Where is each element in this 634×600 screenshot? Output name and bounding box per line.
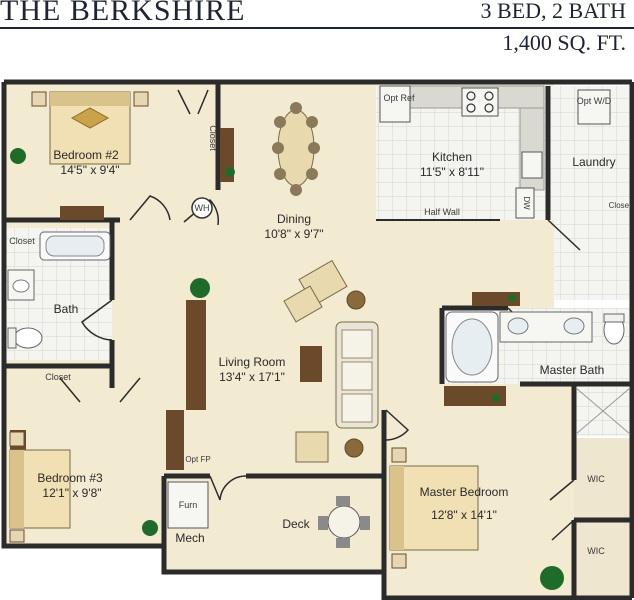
kitchen-name: Kitchen — [432, 150, 472, 164]
bedroom3-size: 12'1" x 9'8" — [42, 486, 101, 500]
living-tv-cabinet — [186, 300, 206, 410]
furn-label: Furn — [179, 500, 198, 510]
bath-fixtures — [7, 231, 111, 349]
closet-bath-label: Closet — [9, 236, 35, 246]
dining-name: Dining — [277, 212, 311, 226]
dining-size: 10'8" x 9'7" — [264, 227, 323, 241]
water-heater-label: WH — [195, 203, 210, 213]
bedroom2-name: Bedroom #2 — [53, 148, 119, 162]
bedroom2-size: 14'5" x 9'4" — [60, 163, 119, 177]
master-bedroom-name: Master Bedroom — [420, 485, 509, 499]
living-room-name: Living Room — [219, 355, 286, 369]
entry-tile-floor — [554, 220, 632, 300]
master-dresser — [444, 386, 506, 406]
fireplace-hearth — [166, 410, 184, 470]
dishwasher — [515, 187, 535, 219]
bedroom3-bed — [9, 431, 71, 543]
living-furniture — [283, 259, 379, 463]
deck-name: Deck — [282, 517, 310, 531]
bath-name: Bath — [54, 302, 79, 316]
master-bath-fixtures — [445, 311, 631, 435]
laundry-name: Laundry — [572, 155, 615, 169]
master-bath-name: Master Bath — [540, 363, 605, 377]
plan-title: THE BERKSHIRE — [0, 0, 246, 27]
washer-dryer-space — [577, 89, 611, 125]
plant-icon — [508, 294, 516, 302]
square-footage-label: 1,400 SQ. FT. — [502, 30, 626, 55]
furnace — [167, 481, 209, 529]
closet-bedroom2-label: Closet — [208, 125, 218, 151]
plant-icon — [190, 278, 210, 298]
walls — [1, 79, 634, 600]
plant-icon — [540, 566, 564, 590]
title-rule — [0, 27, 634, 29]
deck-table — [318, 496, 370, 548]
master-bed — [389, 447, 479, 569]
kitchen-sink — [521, 151, 543, 179]
living-room-size: 13'4" x 17'1" — [219, 370, 285, 384]
beds-baths-label: 3 BED, 2 BATH — [480, 0, 626, 23]
dishwasher-label: DW — [522, 196, 531, 210]
kitchen-stove — [461, 87, 499, 117]
plant-icon — [142, 520, 158, 536]
master-bath-shelf — [472, 292, 520, 306]
plant-icon — [10, 148, 26, 164]
closet-laundry-label: Closet — [609, 201, 632, 210]
plant-icon — [492, 394, 500, 402]
water-heater — [191, 197, 213, 219]
wic-1-label: WIC — [587, 474, 605, 484]
opt-wd-label: Opt W/D — [577, 96, 612, 106]
opt-fp-label: Opt FP — [185, 455, 210, 464]
bedroom3-name: Bedroom #3 — [37, 471, 103, 485]
doors — [59, 89, 581, 541]
plant-icon — [225, 167, 235, 177]
closet-bedroom3-label: Closet — [45, 372, 71, 382]
fridge-space — [379, 85, 411, 123]
mech-name: Mech — [175, 531, 204, 545]
wic-2-label: WIC — [587, 546, 605, 556]
master-bedroom-size: 12'8" x 14'1" — [431, 508, 497, 522]
dining-table — [272, 102, 320, 196]
plant-icons — [10, 148, 564, 590]
bedroom2-dresser — [60, 206, 104, 220]
opt-ref-label: Opt Ref — [383, 93, 415, 103]
bedroom2-bed — [31, 91, 149, 165]
half-wall-label: Half Wall — [424, 207, 460, 217]
kitchen-size: 11'5" x 8'11" — [420, 165, 484, 179]
